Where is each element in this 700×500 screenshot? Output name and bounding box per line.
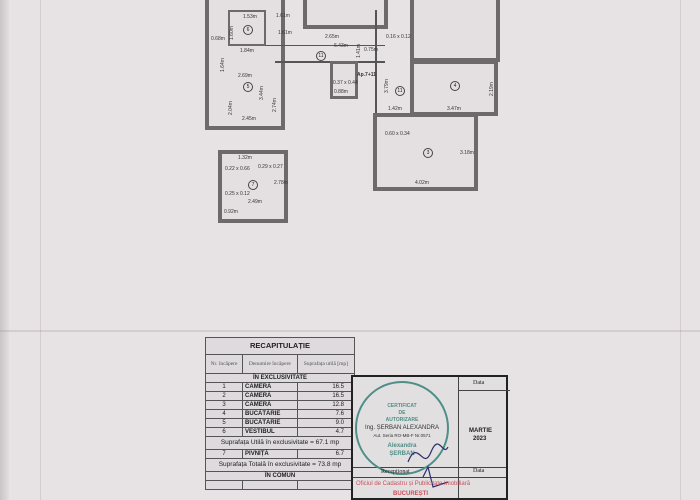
dimension-label: 1.64m [220, 58, 226, 72]
dimension-label: 1.41m [356, 44, 362, 58]
dimension-label: 2.19m [489, 82, 495, 96]
room-number: 5 [243, 82, 253, 92]
dimension-label: 3.18m [460, 150, 474, 156]
dimension-label: 0.25 x 0.12 [225, 191, 250, 197]
room-7-walls [218, 150, 288, 223]
dimension-label: 2.04m [228, 101, 234, 115]
cadastre-city: BUCUREȘTI [393, 491, 429, 497]
date-month: MARTIE [469, 428, 492, 434]
cell: 9.0 [296, 418, 356, 428]
hall-wall [375, 10, 377, 190]
room-number: 4 [450, 81, 460, 91]
room-number: 11 [395, 86, 405, 96]
dimension-label: 2.65m [325, 34, 339, 40]
dimension-label: 0.75m [364, 47, 378, 53]
cell: VESTIBUL [242, 427, 298, 437]
dimension-label: 2.45m [242, 116, 256, 122]
dimension-label: 6.43m [334, 43, 348, 49]
cell: 6.7 [296, 449, 356, 459]
apartment-label: Ap.7+11 [357, 72, 377, 78]
room-number: 3 [423, 148, 433, 158]
cell: BUCĂTĂRIE [242, 409, 298, 419]
cell: 16.5 [296, 391, 356, 401]
room-2-walls [410, 0, 500, 62]
cell: CAMERĂ [242, 382, 298, 392]
date-header: Data [473, 380, 485, 386]
cell: 1 [204, 382, 244, 392]
authorization-block: Data MARTIE 2023 Data CERTIFICAT DE AUTO… [351, 375, 510, 500]
date-year: 2023 [473, 436, 487, 442]
dimension-label: 1.61m [276, 13, 290, 19]
reception-label: Recepționat [381, 469, 410, 475]
dimension-label: 1.61m [278, 30, 292, 36]
room-number: 11 [316, 51, 326, 61]
dimension-label: 2.74m [272, 98, 278, 112]
cell: 4.7 [296, 427, 356, 437]
cadastre-office: Oficiul de Cadastru și Publicitate Imobi… [356, 481, 471, 487]
dimension-label: 0.37 x 0.44 [333, 80, 358, 86]
signature [407, 443, 449, 488]
dimension-label: 0.60 x 0.34 [385, 131, 410, 137]
fold-line [0, 330, 700, 332]
cell: BUCĂTĂRIE [242, 418, 298, 428]
dimension-label: 0.92m [224, 209, 238, 215]
cell: 3 [204, 400, 244, 410]
paper-edge [0, 0, 9, 500]
useful-area-total: Suprafața Utilă în exclusivitate = 67.1 … [205, 436, 355, 450]
dimension-label: 1.84m [240, 48, 254, 54]
authorization-stamp: CERTIFICAT DE AUTORIZARE Ing. ȘERBAN ALE… [355, 381, 449, 475]
cell: 2 [204, 391, 244, 401]
cell: CAMERĂ [242, 400, 298, 410]
total-area: Suprafața Totală în exclusivitate = 73.8… [205, 458, 355, 472]
date-header: Data [473, 468, 485, 474]
dimension-label: 2.49m [248, 199, 262, 205]
cell: PIVNIȚĂ [242, 449, 298, 459]
dimension-label: 2.69m [238, 73, 252, 79]
dimension-label: 0.29 x 0.27 [258, 164, 283, 170]
dimension-label: 0.88m [334, 89, 348, 95]
corridor-wall [265, 45, 385, 46]
room-number: 7 [248, 180, 258, 190]
dimension-label: 0.68m [211, 36, 225, 42]
room-1-walls [303, 0, 388, 29]
cell: 7.6 [296, 409, 356, 419]
dimension-label: 4.02m [415, 180, 429, 186]
cell: 7 [204, 449, 244, 459]
dimension-label: 0.16 x 0.12 [386, 34, 411, 40]
column-header: Nr. încăpere [204, 354, 244, 374]
dimension-label: 1.60m [229, 26, 235, 40]
recap-title: RECAPITULAȚIE [205, 337, 355, 355]
cell: 16.5 [296, 382, 356, 392]
cell: 4 [204, 409, 244, 419]
room-number: 6 [243, 25, 253, 35]
column-header: Denumire încăpere [242, 354, 298, 374]
section-header: ÎN COMUN [205, 471, 355, 481]
cell: 5 [204, 418, 244, 428]
dimension-label: 0.22 x 0.66 [225, 166, 250, 172]
cell: CAMERĂ [242, 391, 298, 401]
cell: 12.8 [296, 400, 356, 410]
dimension-label: 2.78m [274, 180, 288, 186]
fold-line [680, 0, 681, 500]
dimension-label: 3.44m [259, 86, 265, 100]
dimension-label: 3.47m [447, 106, 461, 112]
recap-table: RECAPITULAȚIE Nr. încăpere Denumire încă… [204, 337, 356, 490]
fold-line [40, 0, 41, 500]
dimension-label: 3.79m [384, 79, 390, 93]
dimension-label: 1.42m [388, 106, 402, 112]
cell: 6 [204, 427, 244, 437]
column-header: Suprafața utilă [mp] [296, 354, 356, 374]
dimension-label: 1.53m [243, 14, 257, 20]
dimension-label: 1.32m [238, 155, 252, 161]
room-10-walls [330, 61, 358, 99]
section-header: ÎN EXCLUSIVITATE [205, 373, 355, 383]
